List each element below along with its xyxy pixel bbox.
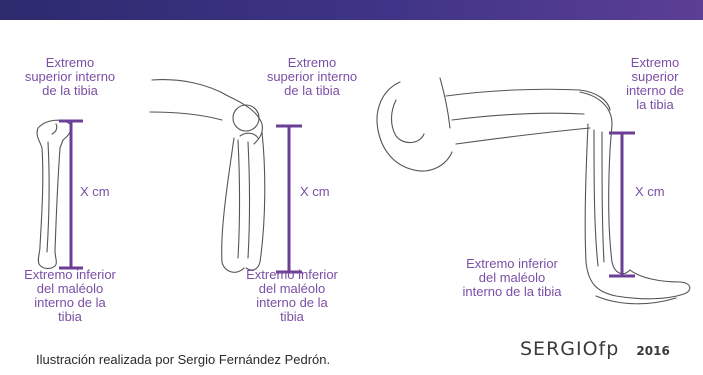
label-line: del maléolo bbox=[444, 271, 580, 285]
illustration-credit: Ilustración realizada por Sergio Fernánd… bbox=[36, 352, 330, 367]
label-line: del maléolo bbox=[8, 282, 132, 296]
panel-1-bottom-label: Extremo inferior del maléolo interno de … bbox=[8, 268, 132, 324]
label-line: del maléolo bbox=[230, 282, 354, 296]
artist-signature: SERGIOfp 2016 bbox=[520, 338, 670, 360]
label-line: la tibia bbox=[612, 98, 698, 112]
label-line: Extremo inferior bbox=[8, 268, 132, 282]
panel-2-measure-label: X cm bbox=[297, 185, 333, 199]
label-line: de la tibia bbox=[10, 84, 130, 98]
panel-3-bottom-label: Extremo inferior del maléolo interno de … bbox=[444, 257, 580, 299]
label-line: superior bbox=[612, 70, 698, 84]
label-line: interno de la bbox=[8, 296, 132, 310]
signature-name: SERGIOfp bbox=[520, 338, 619, 360]
panel-3-measure-label: X cm bbox=[632, 185, 668, 199]
tibia-bone-drawing bbox=[37, 120, 71, 268]
label-line: tibia bbox=[8, 310, 132, 324]
label-line: Extremo bbox=[10, 56, 130, 70]
panel-1-top-label: Extremo superior interno de la tibia bbox=[10, 56, 130, 98]
label-line: tibia bbox=[230, 310, 354, 324]
label-line: Extremo inferior bbox=[444, 257, 580, 271]
label-line: interno de la tibia bbox=[444, 285, 580, 299]
panel-2-bottom-label: Extremo inferior del maléolo interno de … bbox=[230, 268, 354, 324]
label-line: interno de la bbox=[230, 296, 354, 310]
label-line: interno de bbox=[612, 84, 698, 98]
label-line: Extremo bbox=[252, 56, 372, 70]
label-line: Extremo inferior bbox=[230, 268, 354, 282]
panel-1-measure-label: X cm bbox=[77, 185, 113, 199]
label-line: superior interno bbox=[10, 70, 130, 84]
measurement-bars bbox=[59, 121, 635, 276]
signature-year: 2016 bbox=[636, 344, 669, 358]
label-line: Extremo bbox=[612, 56, 698, 70]
label-line: superior interno bbox=[252, 70, 372, 84]
panel-3-top-label: Extremo superior interno de la tibia bbox=[612, 56, 698, 112]
label-line: de la tibia bbox=[252, 84, 372, 98]
bent-knee-drawing bbox=[150, 80, 265, 273]
panel-2-top-label: Extremo superior interno de la tibia bbox=[252, 56, 372, 98]
